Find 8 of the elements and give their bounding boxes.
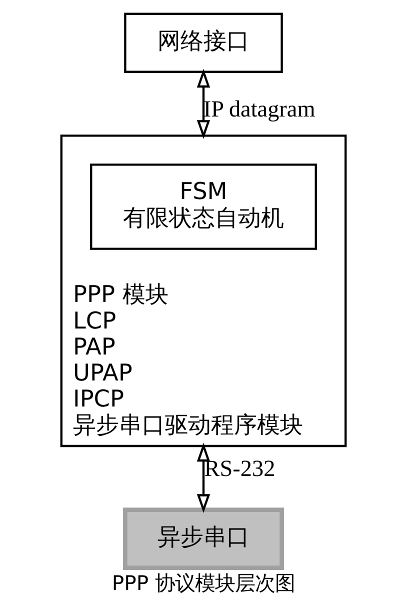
node-box: 网络接口 [124,12,282,73]
edge-label: RS-232 [204,456,275,482]
caption: PPP 协议模块层次图 [111,570,295,595]
arrow [196,68,210,139]
node-box: FSM 有限状态自动机 [90,164,316,250]
edge-label: IP datagram [202,96,315,123]
arrow [196,442,210,514]
node-box: 异步串口 [122,508,284,570]
